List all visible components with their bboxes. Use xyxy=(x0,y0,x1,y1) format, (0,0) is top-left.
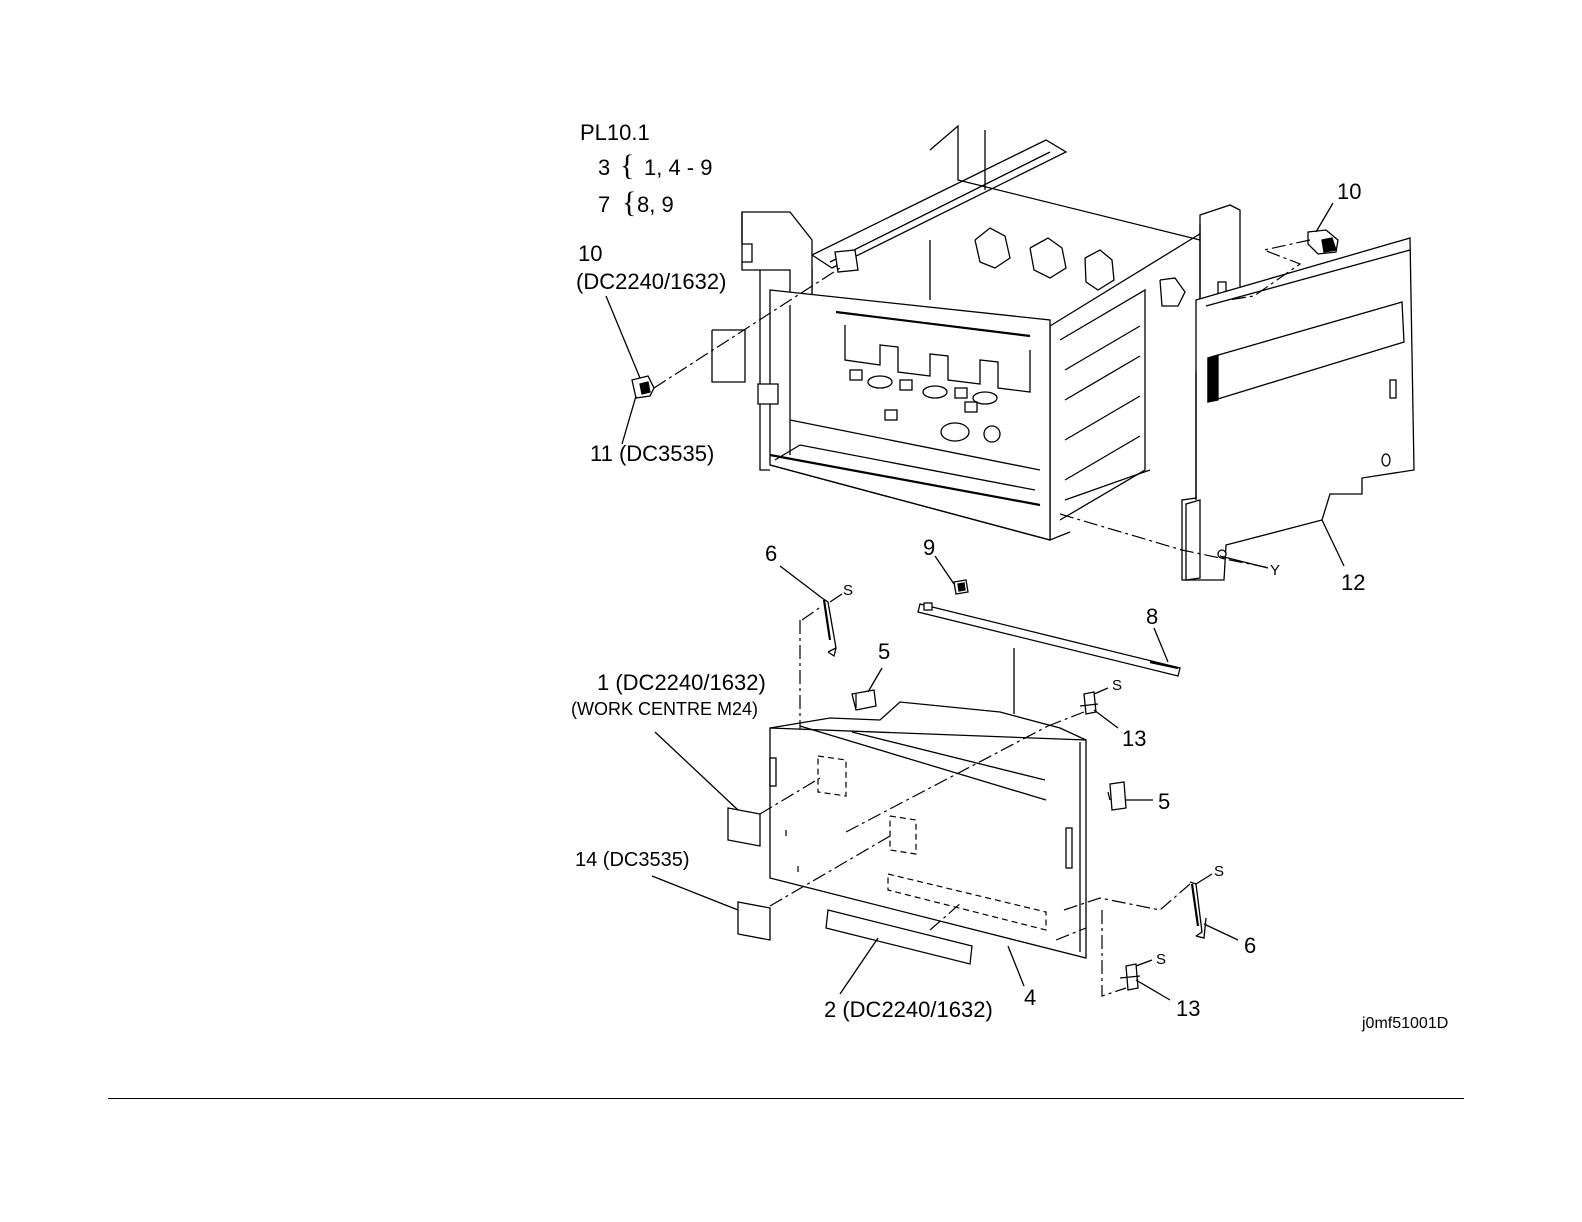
page-divider xyxy=(108,1098,1464,1099)
bracket-13-top xyxy=(1048,692,1098,726)
callout-10-left-model: (DC2240/1632) xyxy=(576,271,726,293)
callout-2: 2 (DC2240/1632) xyxy=(824,999,993,1021)
callout-9: 9 xyxy=(923,537,935,559)
callout-11: 11 (DC3535) xyxy=(590,443,714,465)
callout-10-left: 10 xyxy=(578,243,602,265)
ref-mark-y: Y xyxy=(1270,563,1280,578)
callout-6-bottom: 6 xyxy=(1244,935,1256,957)
callout-6-top: 6 xyxy=(765,543,777,565)
group-parent-3: 3 xyxy=(598,157,610,179)
callout-8: 8 xyxy=(1146,606,1158,628)
callout-1-model: (WORK CENTRE M24) xyxy=(571,700,758,718)
screw-mark-s: S xyxy=(1156,952,1166,967)
group-brace-icon: { xyxy=(622,188,636,218)
main-frame-assembly xyxy=(712,126,1240,540)
callout-5-right: 5 xyxy=(1158,791,1170,813)
callout-5-top: 5 xyxy=(878,641,890,663)
figure-id: j0mf51001D xyxy=(1362,1016,1448,1032)
group-members-7: 8, 9 xyxy=(637,194,674,216)
rod-assembly-8-9 xyxy=(918,580,1180,714)
callout-12: 12 xyxy=(1341,572,1365,594)
callout-4: 4 xyxy=(1024,987,1036,1009)
callout-13-bottom: 13 xyxy=(1176,998,1200,1020)
callout-1: 1 (DC2240/1632) xyxy=(597,672,766,694)
callout-10-top: 10 xyxy=(1337,181,1361,203)
latch-5-top xyxy=(852,690,876,710)
group-brace-icon: { xyxy=(620,151,634,181)
group-parent-7: 7 xyxy=(598,194,610,216)
group-members-3: 1, 4 - 9 xyxy=(644,157,712,179)
screw-mark-s: S xyxy=(843,583,853,598)
screw-mark-s: S xyxy=(1112,678,1122,693)
screw-mark-s: S xyxy=(1214,864,1224,879)
latch-5-right xyxy=(1108,782,1126,810)
front-door-4 xyxy=(770,702,1086,958)
callout-14: 14 (DC3535) xyxy=(575,850,690,870)
callout-13-top: 13 xyxy=(1122,728,1146,750)
plate-id: PL10.1 xyxy=(580,122,650,144)
